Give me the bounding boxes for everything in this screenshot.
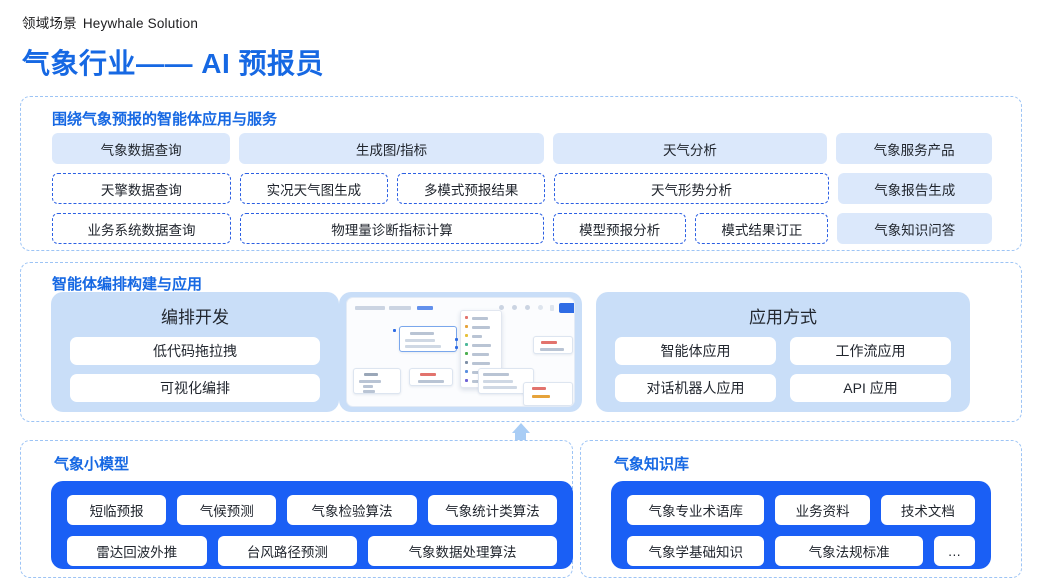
pill-terminology-library[interactable]: 气象专业术语库: [627, 495, 765, 525]
chip-shengchengtu-zhibiao[interactable]: 生成图/指标: [239, 133, 544, 164]
chip-wuliliang-zhenduan[interactable]: 物理量诊断指标计算: [239, 213, 545, 244]
panel1-row-1: 气象数据查询 生成图/指标 天气分析 气象服务产品: [52, 133, 992, 164]
pill-climate-prediction[interactable]: 气候预测: [177, 495, 277, 525]
panel1-row-2: 天擎数据查询 实况天气图生成 多模式预报结果 天气形势分析 气象报告生成: [52, 173, 992, 204]
arrow-stem-to-orchestration: [515, 432, 526, 440]
chip-duomoshi-yubao-jieguo[interactable]: 多模式预报结果: [397, 173, 546, 204]
small-models-row-2: 雷达回波外推 台风路径预测 气象数据处理算法: [51, 536, 573, 566]
eyebrow-en: Heywhale Solution: [82, 16, 199, 31]
panel-agent-applications: 围绕气象预报的智能体应用与服务 气象数据查询 生成图/指标 天气分析 气象服务产…: [20, 96, 1022, 251]
pill-low-code-dragdrop[interactable]: 低代码拖拉拽: [70, 337, 320, 365]
chip-shikuang-tianqitu[interactable]: 实况天气图生成: [239, 173, 389, 204]
box-knowledge-base: 气象专业术语库 业务资料 技术文档 气象学基础知识 气象法规标准 …: [611, 481, 991, 569]
knowledge-base-row-2: 气象学基础知识 气象法规标准 …: [611, 536, 991, 566]
panel1-grid: 气象数据查询 生成图/指标 天气分析 气象服务产品 天擎数据查询 实况天气图生成…: [52, 133, 993, 253]
pill-statistics-algo[interactable]: 气象统计类算法: [427, 495, 557, 525]
chip-moxing-yubao-fenxi[interactable]: 模型预报分析: [553, 213, 687, 244]
arrow-up-to-orchestration: [511, 423, 530, 433]
pill-agent-application[interactable]: 智能体应用: [615, 337, 776, 365]
application-mode-row-2: 对话机器人应用 API 应用: [596, 374, 970, 402]
panel1-title: 围绕气象预报的智能体应用与服务: [52, 111, 278, 128]
chip-qixiang-baogao-shengcheng[interactable]: 气象报告生成: [837, 173, 992, 204]
chip-qixiang-shuju-chaxun[interactable]: 气象数据查询: [52, 133, 231, 164]
panel3b-title: 气象知识库: [614, 456, 690, 473]
eyebrow: 领域场景 Heywhale Solution: [22, 12, 198, 32]
chip-tianqi-fenxi[interactable]: 天气分析: [552, 133, 828, 164]
card-application-modes: 应用方式 智能体应用 工作流应用 对话机器人应用 API 应用: [596, 292, 970, 412]
workflow-canvas-screenshot[interactable]: [339, 292, 582, 412]
chip-tianqi-xingshi-fenxi[interactable]: 天气形势分析: [554, 173, 829, 204]
pill-typhoon-track-forecast[interactable]: 台风路径预测: [217, 536, 358, 566]
small-models-row-1: 短临预报 气候预测 气象检验算法 气象统计类算法: [51, 495, 573, 525]
chip-qixiang-zhishi-wenda[interactable]: 气象知识问答: [837, 213, 993, 244]
page-title: 气象行业—— AI 预报员: [22, 48, 325, 79]
pill-workflow-application[interactable]: 工作流应用: [790, 337, 951, 365]
chip-yewu-xitong-shuju[interactable]: 业务系统数据查询: [52, 213, 231, 244]
knowledge-base-row-1: 气象专业术语库 业务资料 技术文档: [611, 495, 991, 525]
pill-data-processing-algo[interactable]: 气象数据处理算法: [368, 536, 557, 566]
chip-qixiang-fuwu-chanpin[interactable]: 气象服务产品: [836, 133, 992, 164]
card-title-orchestration: 编排开发: [161, 308, 229, 327]
chip-tianqing-shuju-chaxun[interactable]: 天擎数据查询: [52, 173, 231, 204]
pill-api-application[interactable]: API 应用: [790, 374, 951, 402]
panel1-row-3: 业务系统数据查询 物理量诊断指标计算 模型预报分析 模式结果订正 气象知识问答: [52, 213, 993, 244]
pill-more[interactable]: …: [933, 536, 975, 566]
screenshot-inner: [346, 297, 575, 407]
pill-nowcasting[interactable]: 短临预报: [67, 495, 167, 525]
pill-radar-echo-extrapolation[interactable]: 雷达回波外推: [67, 536, 207, 566]
card-orchestration-development: 编排开发 低代码拖拉拽 可视化编排: [51, 292, 339, 412]
chip-moshi-jieguo-dingzheng[interactable]: 模式结果订正: [695, 213, 829, 244]
pill-chatbot-application[interactable]: 对话机器人应用: [615, 374, 776, 402]
pill-technical-docs[interactable]: 技术文档: [880, 495, 975, 525]
panel2-title: 智能体编排构建与应用: [52, 276, 203, 293]
panel3a-title: 气象小模型: [54, 456, 130, 473]
application-mode-row-1: 智能体应用 工作流应用: [596, 337, 970, 365]
pill-business-materials[interactable]: 业务资料: [775, 495, 870, 525]
pill-visual-orchestration[interactable]: 可视化编排: [70, 374, 320, 402]
box-small-models: 短临预报 气候预测 气象检验算法 气象统计类算法 雷达回波外推 台风路径预测 气…: [51, 481, 573, 569]
eyebrow-cn: 领域场景: [22, 16, 77, 31]
card-title-application-modes: 应用方式: [749, 308, 817, 327]
pill-meteorology-basics[interactable]: 气象学基础知识: [627, 536, 765, 566]
pill-verification-algo[interactable]: 气象检验算法: [287, 495, 417, 525]
pill-laws-standards[interactable]: 气象法规标准: [775, 536, 923, 566]
